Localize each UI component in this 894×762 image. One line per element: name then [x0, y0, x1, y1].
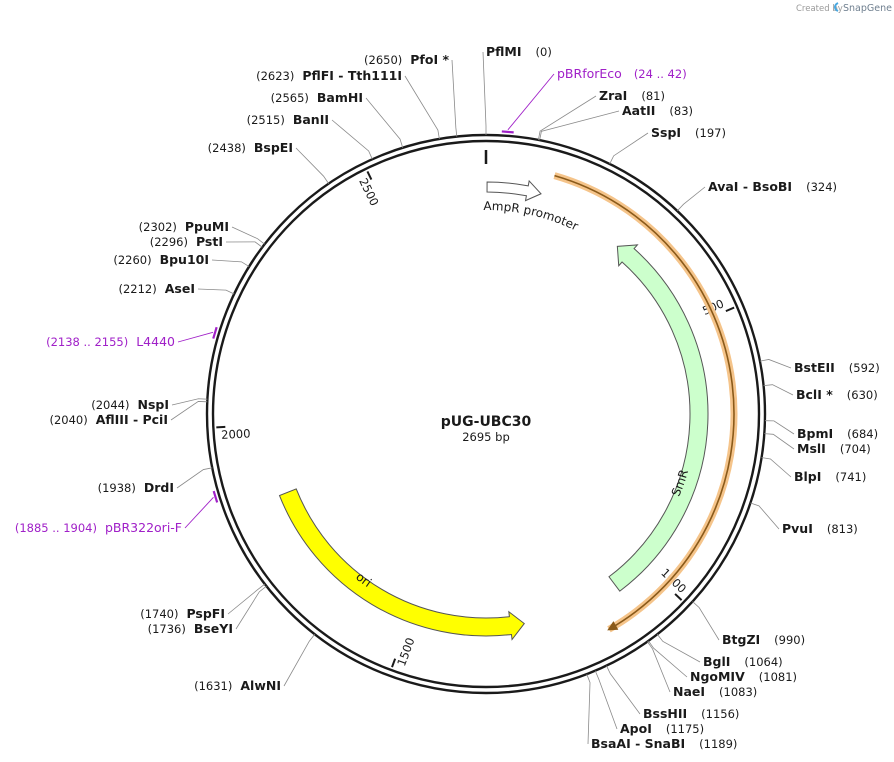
primer-leader-line — [184, 497, 214, 529]
restriction-site-label[interactable]: BclI *(630) — [796, 387, 878, 402]
site-leader-line — [404, 75, 440, 139]
site-leader-line — [235, 585, 267, 630]
restriction-site-label[interactable]: MslI(704) — [797, 441, 871, 456]
primer-mark — [501, 130, 514, 134]
site-leader-line — [176, 467, 213, 489]
restriction-site-label[interactable]: (2565)BamHI — [271, 90, 363, 105]
site-leader-line — [750, 502, 780, 530]
restriction-site-label[interactable]: BsaAI - SnaBI(1189) — [591, 736, 737, 751]
restriction-site-label[interactable]: (2044)NspI — [91, 397, 169, 412]
site-leader-line — [365, 97, 404, 148]
site-leader-line — [539, 110, 620, 141]
site-leader-line — [295, 147, 329, 184]
site-leader-line — [609, 132, 649, 165]
tick-mark — [674, 593, 683, 601]
site-leader-line — [692, 601, 720, 641]
restriction-site-label[interactable]: NgoMIV(1081) — [690, 669, 797, 684]
primers-layer: pBRforEco(24 .. 42) (2138 .. 2155)L4440 (1… — [15, 66, 687, 535]
primer-mark — [212, 326, 218, 339]
tick-label: 2000 — [221, 426, 251, 441]
site-leader-line — [331, 119, 373, 160]
misc-feature-arrowhead — [607, 621, 619, 631]
restriction-site-label[interactable]: (2302)PpuMI — [139, 219, 229, 234]
restriction-site-label[interactable]: BstEII(592) — [794, 360, 880, 375]
restriction-site-label[interactable]: PflMI(0) — [486, 44, 552, 59]
site-leader-line — [647, 641, 671, 693]
primer-leader-line — [177, 331, 214, 343]
site-leader-line — [648, 640, 688, 678]
site-leader-line — [211, 259, 250, 267]
primer-mark — [212, 490, 219, 503]
restriction-site-label[interactable]: BtgZI(990) — [722, 632, 805, 647]
restriction-site-label[interactable]: PvuI(813) — [782, 521, 858, 536]
primer-label[interactable]: (1885 .. 1904)pBR322ori-F — [15, 520, 182, 535]
primer-label[interactable]: (2138 .. 2155)L4440 — [46, 334, 175, 349]
restriction-site-label[interactable]: (2296)PstI — [150, 234, 223, 249]
tick-mark — [391, 658, 397, 668]
restriction-site-label[interactable]: BssHII(1156) — [643, 706, 739, 721]
tick-mark — [725, 306, 735, 313]
site-leader-line — [656, 633, 701, 663]
site-leader-line — [197, 288, 235, 295]
restriction-site-label[interactable]: AvaI - BsoBI(324) — [708, 179, 837, 194]
restriction-site-label[interactable]: (2438)BspEI — [208, 140, 293, 155]
tick-label: 1500 — [394, 636, 417, 668]
site-leader-line — [171, 398, 208, 406]
smr-arrow — [608, 244, 709, 592]
site-leader-line — [594, 670, 618, 730]
tick-label: 2500 — [356, 176, 381, 208]
restriction-site-label[interactable]: ApoI(1175) — [620, 721, 704, 736]
restriction-site-label[interactable]: (2650)PfoI * — [364, 52, 449, 67]
restriction-site-label[interactable]: (1938)DrdI — [98, 480, 174, 495]
restriction-site-label[interactable]: ZraI(81) — [599, 88, 665, 103]
primer-label[interactable]: pBRforEco(24 .. 42) — [557, 66, 687, 81]
restriction-site-label[interactable]: (2515)BanII — [247, 112, 329, 127]
ori-arrow — [278, 488, 525, 641]
site-leader-line — [586, 674, 591, 745]
restriction-site-label[interactable]: BlpI(741) — [794, 469, 866, 484]
tick-mark — [366, 170, 373, 180]
site-leader-line — [225, 241, 263, 248]
restriction-sites-layer: PflMI(0) ZraI(81)AatII(83) SspI(197) AvaI -… — [49, 44, 879, 751]
restriction-site-label[interactable]: (2260)Bpu10I — [113, 252, 209, 267]
backbone-inner-circle — [211, 139, 761, 689]
restriction-site-label[interactable]: BpmI(684) — [797, 426, 878, 441]
created-by-text: Created by — [796, 4, 843, 14]
plasmid-name: pUG-UBC30 — [441, 414, 532, 430]
restriction-site-label[interactable]: AatII(83) — [622, 103, 693, 118]
restriction-site-label[interactable]: (1631)AlwNI — [194, 678, 281, 693]
snapgene-brand: SnapGene — [843, 3, 892, 14]
restriction-site-label[interactable]: BglI(1064) — [703, 654, 783, 669]
restriction-site-label[interactable]: (2040)AflIII - PciI — [49, 412, 168, 427]
snapgene-logo-icon — [834, 2, 839, 12]
site-leader-line — [537, 95, 597, 141]
site-leader-line — [759, 359, 792, 369]
primer-leader-line — [507, 73, 555, 131]
site-leader-line — [676, 186, 706, 212]
restriction-site-label[interactable]: (2623)PflFI - Tth111I — [256, 68, 402, 83]
site-leader-line — [170, 401, 208, 421]
restriction-site-label[interactable]: (1740)PspFI — [140, 606, 225, 621]
site-leader-line — [764, 420, 795, 435]
site-leader-line — [283, 633, 316, 687]
restriction-site-label[interactable]: (1736)BseYI — [148, 621, 233, 636]
restriction-site-label[interactable]: SspI(197) — [651, 125, 726, 140]
ampr-promoter-arrow — [486, 179, 542, 202]
site-leader-line — [763, 384, 794, 396]
site-leader-line — [761, 457, 792, 478]
ampr-promoter-label: AmpR promoter — [483, 199, 580, 234]
site-leader-line — [227, 583, 266, 615]
site-leader-line — [451, 59, 458, 137]
site-leader-line — [764, 433, 795, 450]
restriction-site-label[interactable]: (2212)AseI — [119, 281, 196, 296]
plasmid-length: 2695 bp — [462, 430, 510, 444]
site-leader-line — [606, 665, 641, 715]
site-leader-line — [231, 226, 265, 245]
site-leader-line — [482, 51, 487, 135]
restriction-site-label[interactable]: NaeI(1083) — [673, 684, 757, 699]
misc-feature-line — [554, 174, 735, 631]
